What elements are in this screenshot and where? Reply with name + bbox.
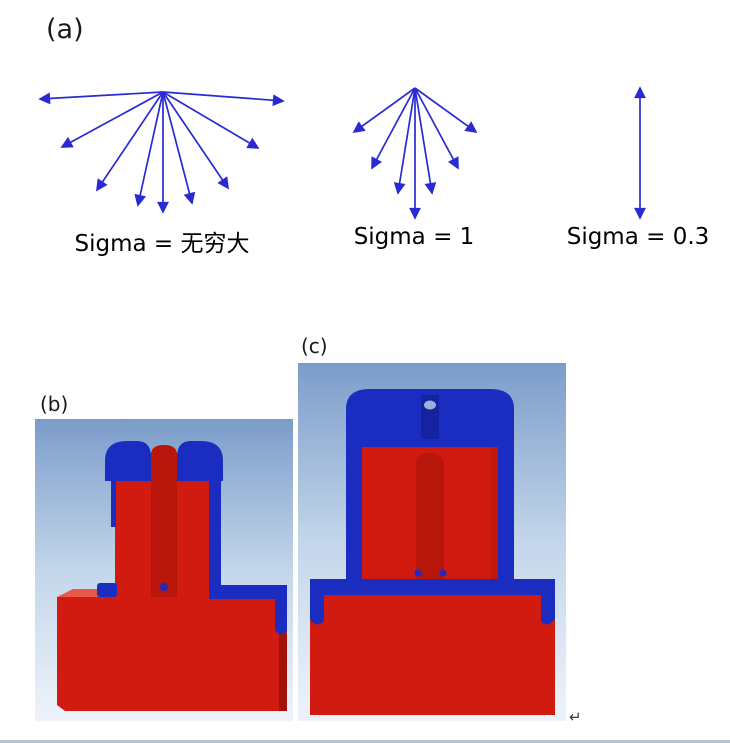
fan-sigma-infinity (38, 91, 285, 214)
simulation-render-c (298, 363, 566, 721)
flux-arrow (134, 91, 164, 207)
sigma-infinity-label: Sigma = 无穷大 (74, 231, 250, 257)
flux-arrow (414, 87, 437, 195)
paragraph-return-mark: ↵ (569, 708, 582, 726)
trench (416, 453, 444, 593)
pinch-off-void (424, 400, 436, 410)
flux-arrow (371, 87, 416, 170)
flux-arrow (162, 91, 196, 205)
flux-arrow (96, 91, 164, 192)
film-base-band (209, 585, 287, 599)
flux-arrow (60, 91, 164, 148)
film-cap-right-lobe (177, 441, 223, 481)
film-right-corner (275, 585, 287, 635)
film-left-step (97, 583, 117, 597)
film-cap-left-lobe (105, 441, 151, 481)
film-left-sidewall (346, 441, 362, 587)
simulation-render-b (35, 419, 293, 721)
flux-arrow (352, 87, 416, 134)
flux-arrow (162, 91, 285, 107)
base-block-front (57, 589, 287, 711)
base-block-front (310, 589, 555, 715)
film-base-band (310, 579, 555, 595)
flux-arrow (38, 91, 164, 105)
trench-bottom-deposit (439, 569, 447, 577)
panel-c-label: (c) (301, 334, 328, 358)
fan-sigma-1 (352, 87, 478, 220)
film-left-corner (310, 579, 324, 625)
film-right-sidewall (498, 441, 514, 587)
film-right-corner (541, 579, 555, 625)
panel-a-label: (a) (46, 14, 84, 45)
flux-arrow (414, 87, 478, 134)
film-right-sidewall (209, 475, 221, 597)
film-left-sidewall (111, 469, 116, 527)
angular-distribution-diagram (38, 86, 646, 220)
sigma-0-3-label: Sigma = 0.3 (566, 224, 710, 250)
tower-side-shading (490, 447, 500, 579)
flux-arrow (162, 91, 230, 190)
flux-arrow (162, 91, 260, 149)
base-block-side (279, 633, 287, 711)
flux-arrow (414, 87, 459, 170)
panel-b-label: (b) (40, 392, 69, 416)
trench (151, 445, 177, 597)
flux-arrow (393, 87, 416, 195)
sigma-1-label: Sigma = 1 (353, 224, 475, 250)
trench-bottom-deposit (160, 583, 168, 591)
trench-bottom-deposit (414, 569, 422, 577)
bottom-border (0, 740, 730, 743)
